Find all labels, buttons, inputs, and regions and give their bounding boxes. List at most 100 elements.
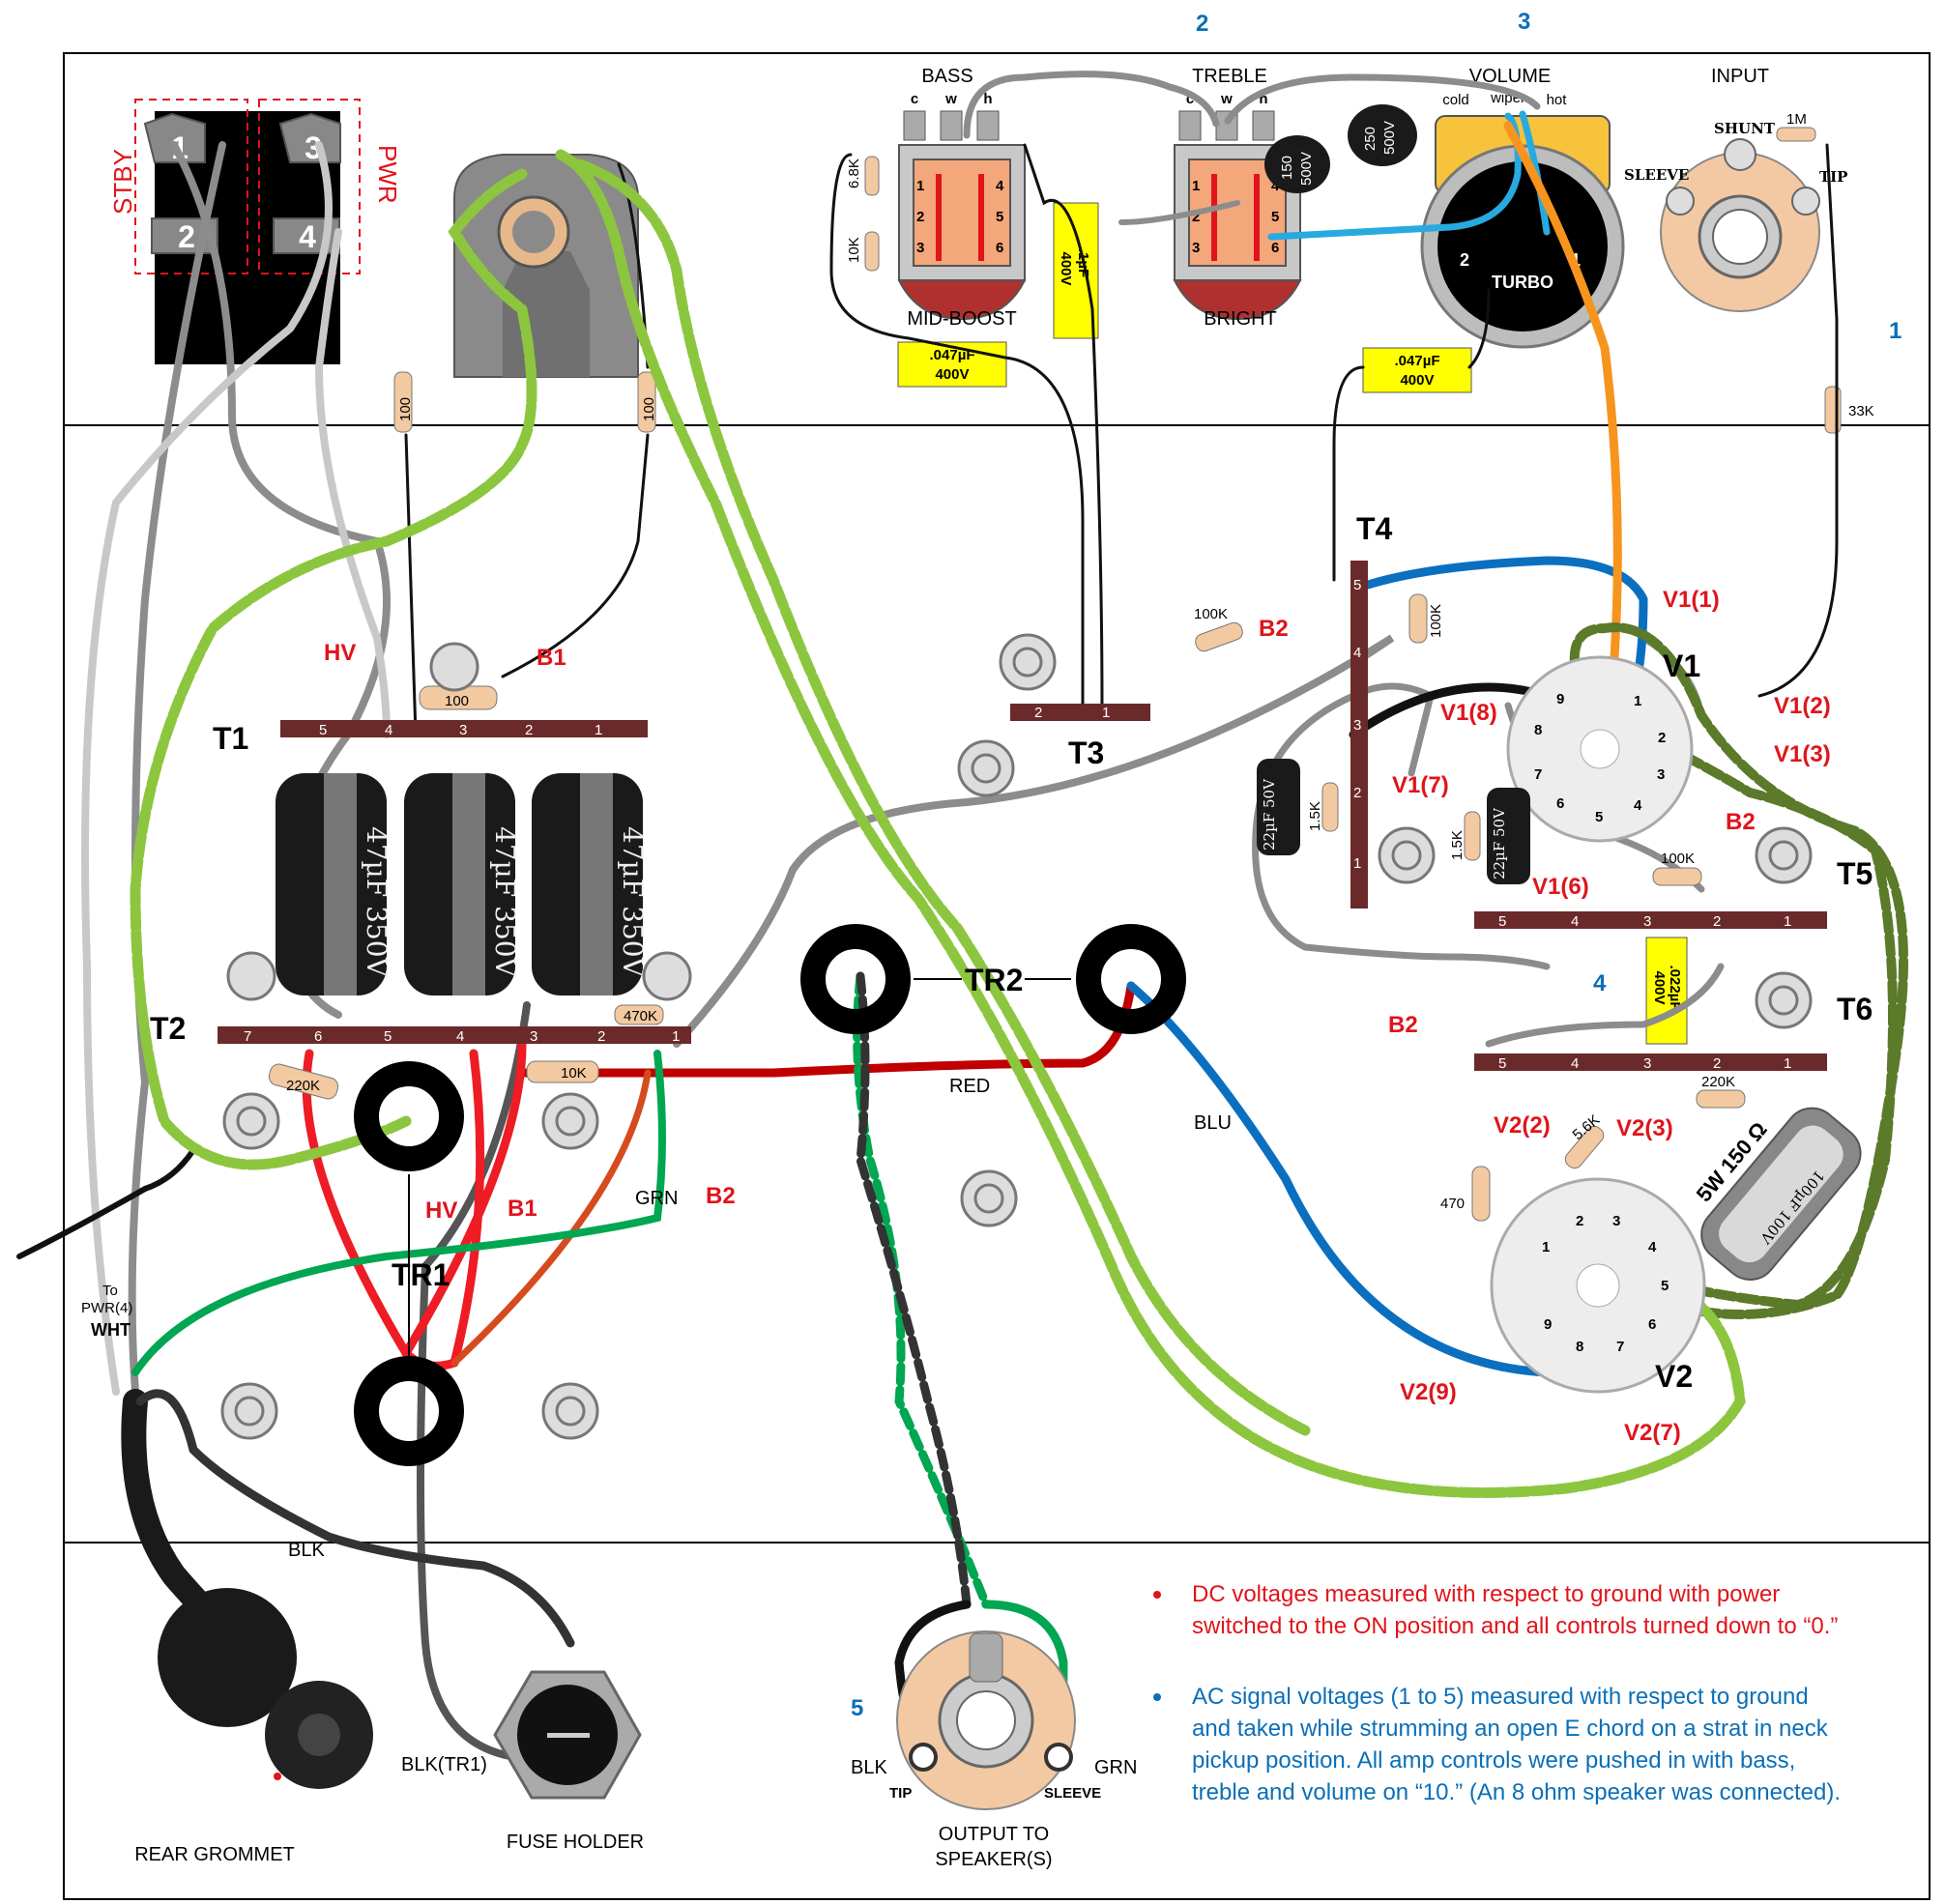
cap-250-value: 250 [1362,127,1379,151]
tp-v1-1: V1(1) [1663,587,1720,613]
cap-150-value: 150 [1279,156,1295,180]
output-label-1: OUTPUT TO [939,1824,1049,1845]
fuse-holder: FUSE HOLDER [493,1670,644,1853]
t5-pin-3: 3 [1643,913,1651,930]
v2-pin-8: 8 [1576,1339,1583,1355]
r-1k5-a-label: 1.5K [1307,801,1323,831]
bass-sw-pin-1: 1 [916,178,924,194]
wire-label-blk: BLK [288,1540,325,1561]
tp-v2-9: V2(9) [1400,1379,1457,1405]
wire-label-red: RED [949,1076,990,1097]
strip-t3: T3 2 1 [1010,704,1150,770]
v2-pin-9: 9 [1544,1316,1552,1333]
t2-pin-7: 7 [244,1028,251,1045]
cap-bass-voltage: 400V [935,366,969,383]
filter-cap-2: 47µF 350V [489,826,521,978]
note-blue-1: AC signal voltages (1 to 5) measured wit… [1192,1684,1809,1710]
note-red-1: DC voltages measured with respect to gro… [1192,1581,1780,1607]
cap-bass-value: .047µF [930,347,975,363]
wire-label-wht: WHT [91,1320,131,1340]
turbo-pin-2: 2 [1460,250,1469,270]
r-100k-b-label: 100K [1428,604,1444,638]
treble-disc-caps: 150 500V 250 500V [1264,104,1417,193]
v2-pin-2: 2 [1576,1213,1583,1229]
r-100-a-label: 100 [397,397,414,421]
t5-pin-1: 1 [1784,913,1791,930]
bass-pin-w: w [944,91,957,107]
bass-sw-pin-2: 2 [916,209,924,225]
bass-sw-pin-6: 6 [996,240,1003,256]
bass-sw-pin-4: 4 [996,178,1004,194]
cap-vol-voltage: 400V [1400,372,1434,389]
tp-hv-top: HV [324,640,356,666]
strip-t6: T6 5 4 3 2 1 220K 5.6K 470 [1440,992,1872,1222]
t2-pin-4: 4 [456,1028,464,1045]
ac-tp-2: 2 [1196,11,1208,37]
pwr-label: PWR [373,145,402,204]
strip-t1: T1 5 4 3 2 1 100 [213,685,648,756]
shunt-label: SHUNT [1714,120,1776,137]
chassis [63,52,1930,1900]
r-470k-label: 470K [624,1008,657,1024]
tr2-label: TR2 [965,963,1023,997]
v1-pin-8: 8 [1534,722,1542,738]
rear-grommet: REAR GROMMET [134,1588,373,1865]
r-1k5-b-label: 1.5K [1449,830,1466,860]
toroids: TR1 TR2 [354,924,1186,1466]
tp-b2-t4: B2 [1259,616,1289,642]
output-jack: TIP SLEEVE OUTPUT TO SPEAKER(S) [889,1630,1101,1870]
t3-label: T3 [1068,736,1104,770]
tp-v1-2: V1(2) [1774,693,1831,719]
grommet-label: REAR GROMMET [134,1844,295,1865]
sleeve-label: SLEEVE [1624,166,1689,184]
v1-pin-5: 5 [1595,809,1603,825]
r-100k-a-label: 100K [1194,606,1228,622]
output-tip-label: TIP [889,1785,912,1802]
cap-vol-value: .047µF [1395,353,1440,369]
v2-tube-socket: V2 1 2 3 4 5 6 7 8 9 5W 150 Ω 100µF 100V [1490,1107,1862,1394]
fuse-label: FUSE HOLDER [507,1832,644,1853]
v1-pin-2: 2 [1658,730,1666,746]
ac-test-points: 1 2 3 4 5 [851,9,1901,1721]
t6-pin-2: 2 [1713,1055,1721,1072]
treble-pin-w: w [1220,91,1233,107]
note-red-2: switched to the ON position and all cont… [1192,1613,1838,1639]
volume-cold: cold [1442,92,1469,108]
r-470-label: 470 [1440,1196,1465,1212]
t6-pin-5: 5 [1498,1055,1506,1072]
switch-pin-2: 2 [178,219,195,254]
t1-pin-3: 3 [459,722,467,738]
strip-t2: T2 7 6 5 4 3 2 1 470K 10K 220K [150,1004,691,1100]
treble-sw-pin-4: 4 [1271,178,1280,194]
r-100-b-label: 100 [641,397,657,421]
r-220k-a-label: 220K [286,1078,320,1094]
v1-label: V1 [1663,649,1700,683]
r-10k-top-label: 10K [846,237,862,263]
switch-pin-3: 3 [305,130,322,165]
turbo-label: TURBO [1492,273,1553,292]
t6-pin-4: 4 [1571,1055,1579,1072]
tp-v2-2: V2(2) [1494,1112,1551,1139]
cap-mid-voltage: 400V [1058,251,1074,285]
c-22u-b-label: 22µF 50V [1491,807,1508,880]
output-label-2: SPEAKER(S) [935,1849,1052,1870]
filter-cap-1: 47µF 350V [361,826,392,978]
bass-pin-h: h [983,91,992,107]
hardware-nuts [220,633,1813,1440]
cap-022-value: .022µF [1667,966,1683,1011]
cap-250-voltage: 500V [1381,121,1398,155]
r-33k-label: 33K [1848,403,1874,419]
filter-caps: 47µF 350V 47µF 350V 47µF 350V [276,773,649,995]
v2-label: V2 [1655,1359,1693,1394]
wire-label-blu: BLU [1194,1112,1232,1134]
t1-pin-2: 2 [525,722,533,738]
t1-pin-4: 4 [385,722,392,738]
wire-labels: RED BLU GRN BLK BLK(TR1) To PWR(4) WHT B… [81,1076,1232,1778]
v2-pin-6: 6 [1648,1316,1656,1333]
treble-sw-pin-1: 1 [1192,178,1200,194]
wire-label-grn-out: GRN [1094,1757,1137,1778]
v1-pin-6: 6 [1556,795,1564,812]
t2-pin-6: 6 [314,1028,322,1045]
treble-sw-pin-3: 3 [1192,240,1200,256]
